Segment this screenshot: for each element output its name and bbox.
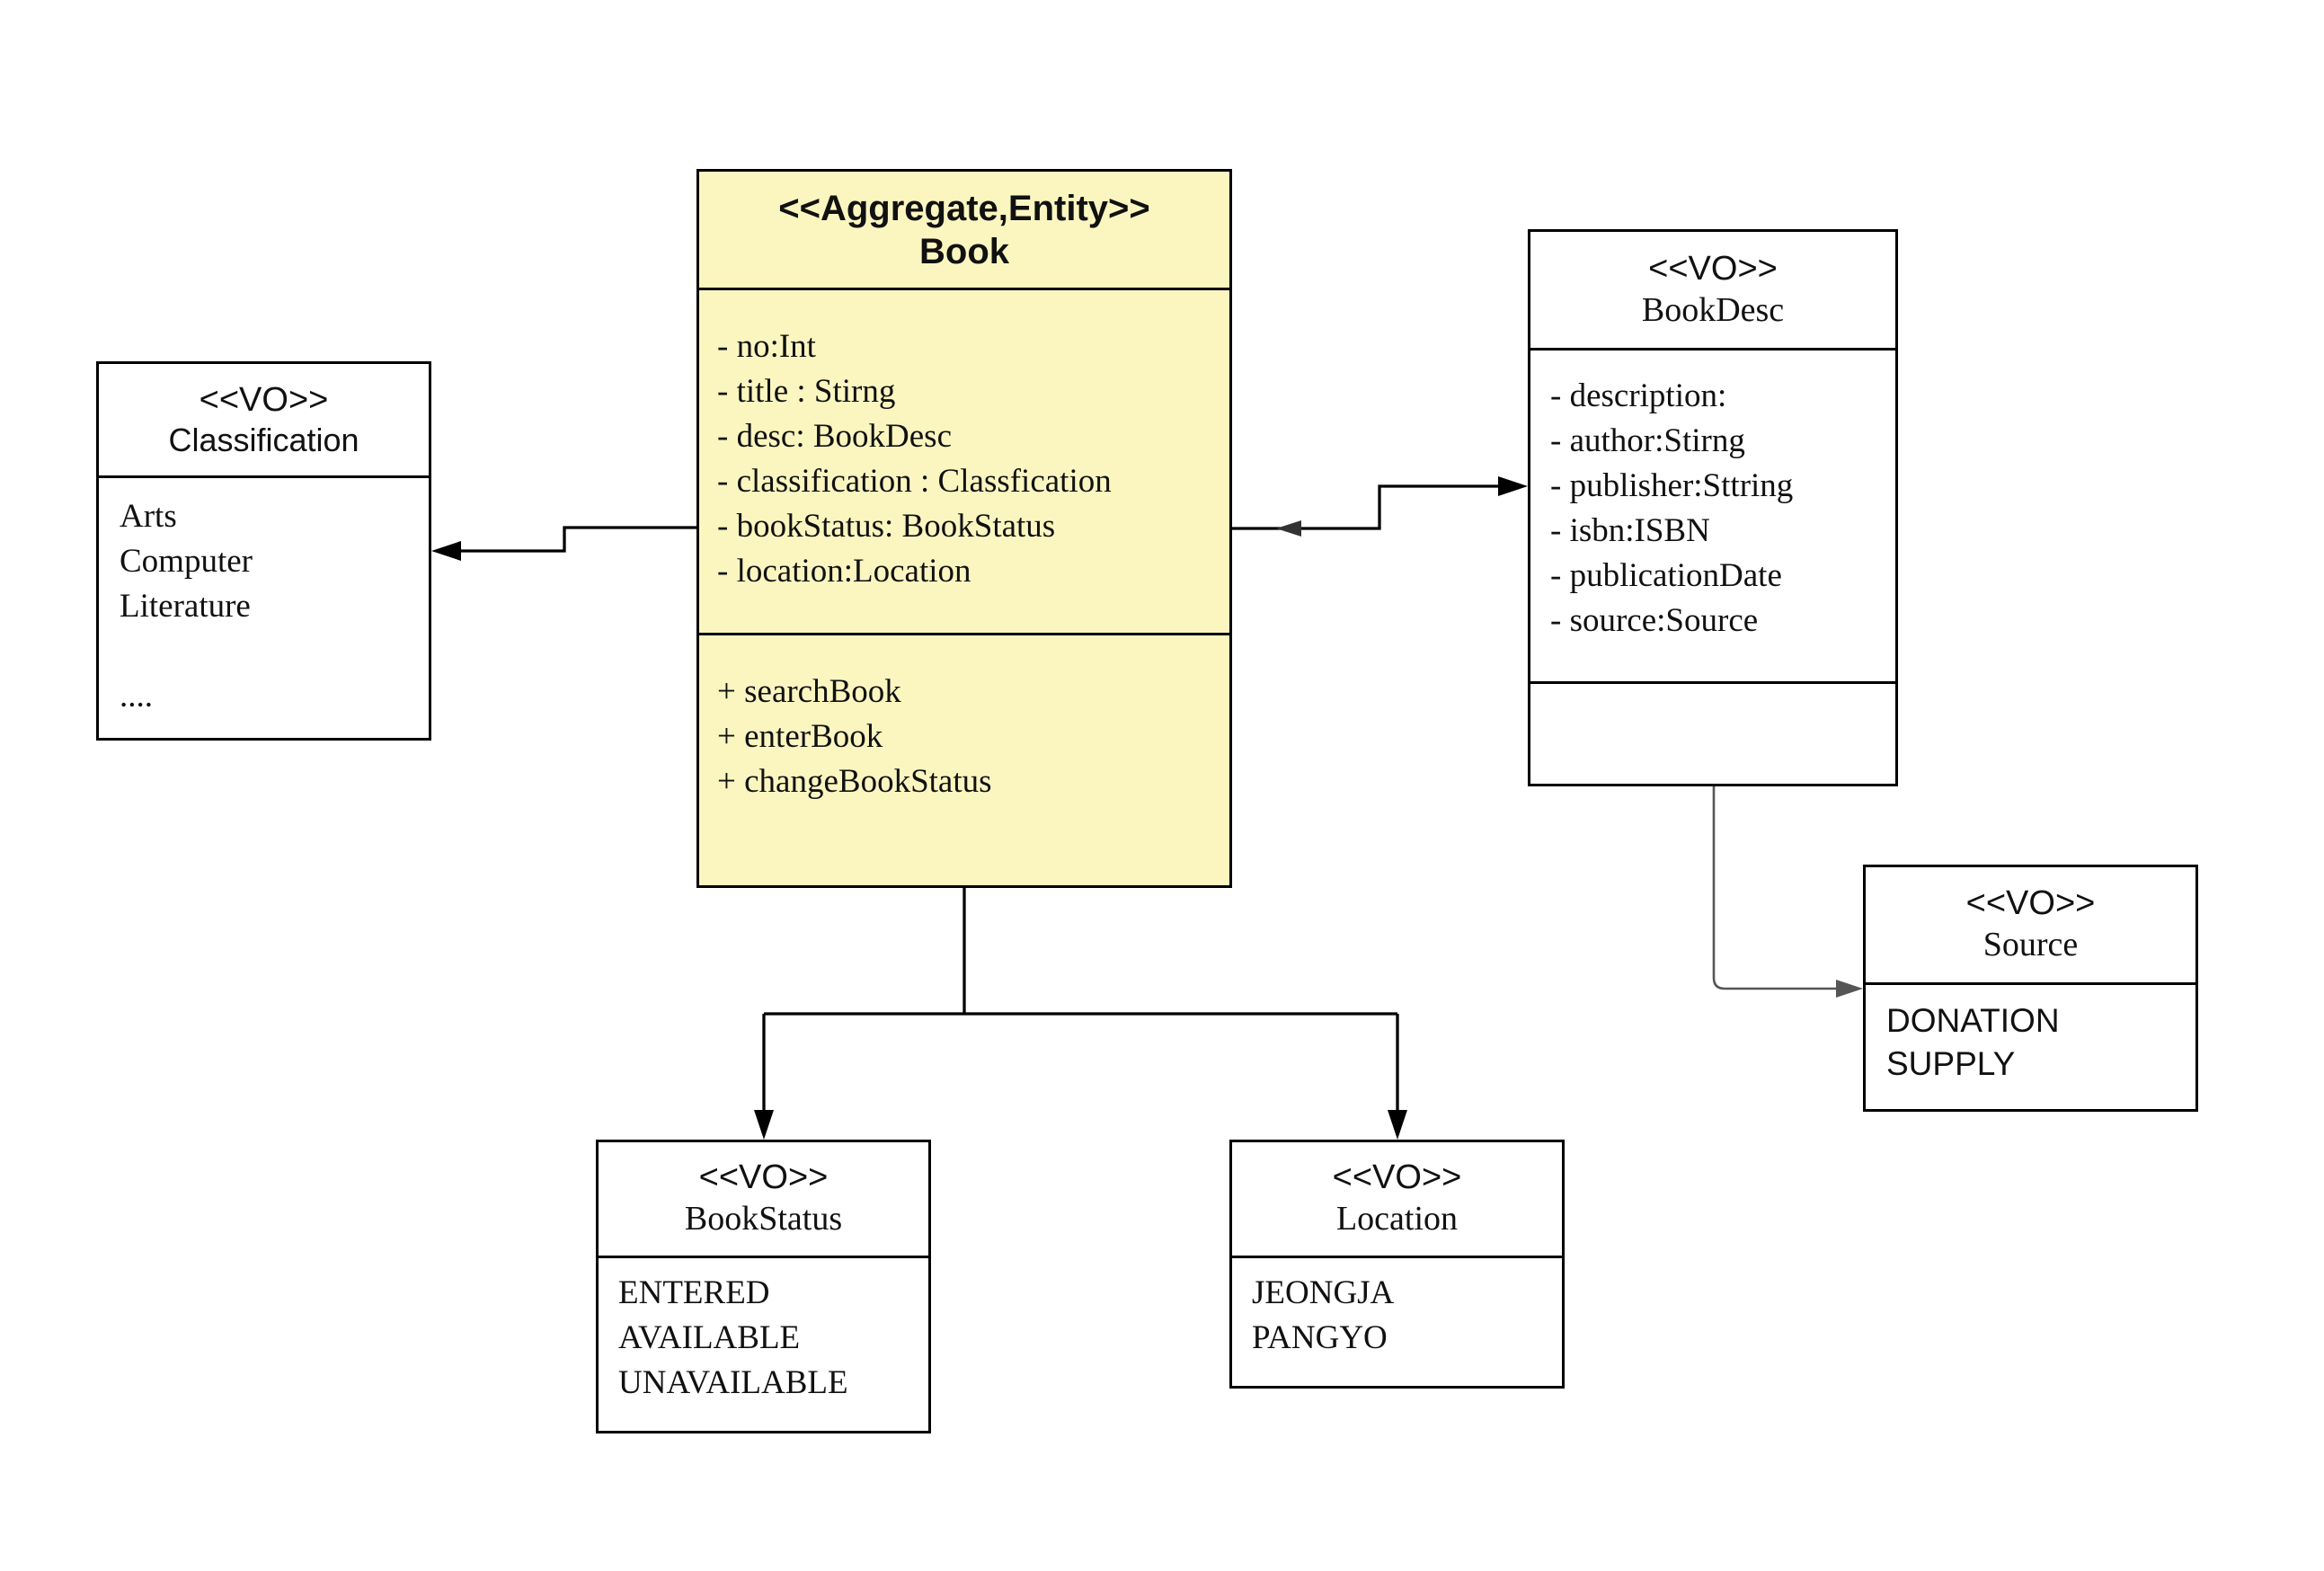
arrowhead-mid [1276, 520, 1301, 537]
bookstatus-value: ENTERED [618, 1274, 770, 1311]
classification-stereotype: <<VO>> [199, 380, 329, 419]
classification-header: <<VO>> Classification [99, 364, 429, 478]
location-name: Location [1335, 1200, 1459, 1238]
arrowhead-bookdesc [1498, 476, 1528, 496]
source-values: DONATION SUPPLY [1866, 985, 2195, 1086]
connector-book-to-classification [431, 526, 696, 561]
book-attribute: - bookStatus: BookStatus [717, 508, 1056, 545]
book-class: <<Aggregate,Entity>> Book - no:Int - tit… [696, 169, 1232, 888]
bookdesc-attribute: - source:Source [1550, 602, 1759, 639]
book-header: <<Aggregate,Entity>> Book [699, 172, 1229, 290]
book-operations: + searchBook + enterBook + changeBookSta… [699, 635, 1229, 804]
book-operation: + enterBook [717, 718, 883, 755]
classification-values: Arts Computer Literature .... [99, 478, 429, 719]
classification-class: <<VO>> Classification Arts Computer Lite… [96, 361, 431, 741]
source-header: <<VO>> Source [1866, 867, 2195, 985]
classification-value [120, 629, 429, 674]
arrowhead-location [1388, 1110, 1407, 1140]
book-attribute: - location:Location [717, 553, 971, 590]
location-class: <<VO>> Location JEONGJA PANGYO [1229, 1140, 1565, 1389]
book-stereotype: <<Aggregate,Entity>> [778, 188, 1150, 228]
book-operation: + searchBook [717, 673, 901, 710]
location-value: JEONGJA [1252, 1274, 1395, 1311]
bookstatus-header: <<VO>> BookStatus [599, 1142, 928, 1258]
connector-book-to-status-location [754, 885, 1407, 1140]
bookdesc-attribute: - description: [1550, 377, 1727, 414]
bookdesc-attribute: - publicationDate [1550, 557, 1782, 594]
bookdesc-header: <<VO>> BookDesc [1530, 232, 1895, 351]
source-class: <<VO>> Source DONATION SUPPLY [1863, 865, 2198, 1112]
source-value: DONATION [1886, 1002, 2060, 1039]
classification-value: Arts [120, 498, 177, 535]
classification-value: Literature [120, 588, 251, 625]
book-attribute: - desc: BookDesc [717, 418, 952, 455]
book-operation: + changeBookStatus [717, 763, 992, 800]
bookdesc-stereotype: <<VO>> [1648, 249, 1778, 288]
location-stereotype: <<VO>> [1332, 1158, 1462, 1197]
bookstatus-stereotype: <<VO>> [698, 1158, 829, 1197]
book-attributes: - no:Int - title : Stirng - desc: BookDe… [699, 290, 1229, 635]
bookstatus-name: BookStatus [684, 1200, 843, 1238]
source-value: SUPPLY [1886, 1045, 2016, 1082]
arrowhead-source [1836, 980, 1863, 998]
book-attribute: - title : Stirng [717, 373, 896, 410]
location-header: <<VO>> Location [1232, 1142, 1562, 1258]
bookstatus-value: AVAILABLE [618, 1319, 801, 1356]
arrowhead-bookstatus [754, 1110, 774, 1140]
arrowhead-classification [431, 541, 461, 561]
bookdesc-class: <<VO>> BookDesc - description: - author:… [1528, 229, 1898, 786]
book-attribute: - no:Int [717, 328, 816, 365]
connector-bookdesc-to-source [1712, 785, 1863, 998]
location-value: PANGYO [1252, 1319, 1388, 1356]
source-stereotype: <<VO>> [1965, 884, 2096, 923]
bookdesc-name: BookDesc [1641, 290, 1785, 329]
bookdesc-attributes: - description: - author:Stirng - publish… [1530, 351, 1895, 684]
location-values: JEONGJA PANGYO [1232, 1258, 1562, 1361]
classification-value: Computer [120, 543, 253, 580]
book-name: Book [919, 231, 1009, 271]
source-name: Source [1982, 926, 2079, 963]
classification-name: Classification [168, 422, 359, 459]
bookstatus-values: ENTERED AVAILABLE UNAVAILABLE [599, 1258, 928, 1406]
bookstatus-value: UNAVAILABLE [618, 1364, 848, 1401]
bookdesc-attribute: - author:Stirng [1550, 422, 1745, 459]
classification-value: .... [120, 678, 153, 714]
connector-book-to-bookdesc [1231, 476, 1528, 537]
bookdesc-attribute: - publisher:Sttring [1550, 467, 1794, 504]
book-attribute: - classification : Classfication [717, 463, 1112, 500]
bookdesc-attribute: - isbn:ISBN [1550, 512, 1710, 549]
bookstatus-class: <<VO>> BookStatus ENTERED AVAILABLE UNAV… [596, 1140, 931, 1433]
